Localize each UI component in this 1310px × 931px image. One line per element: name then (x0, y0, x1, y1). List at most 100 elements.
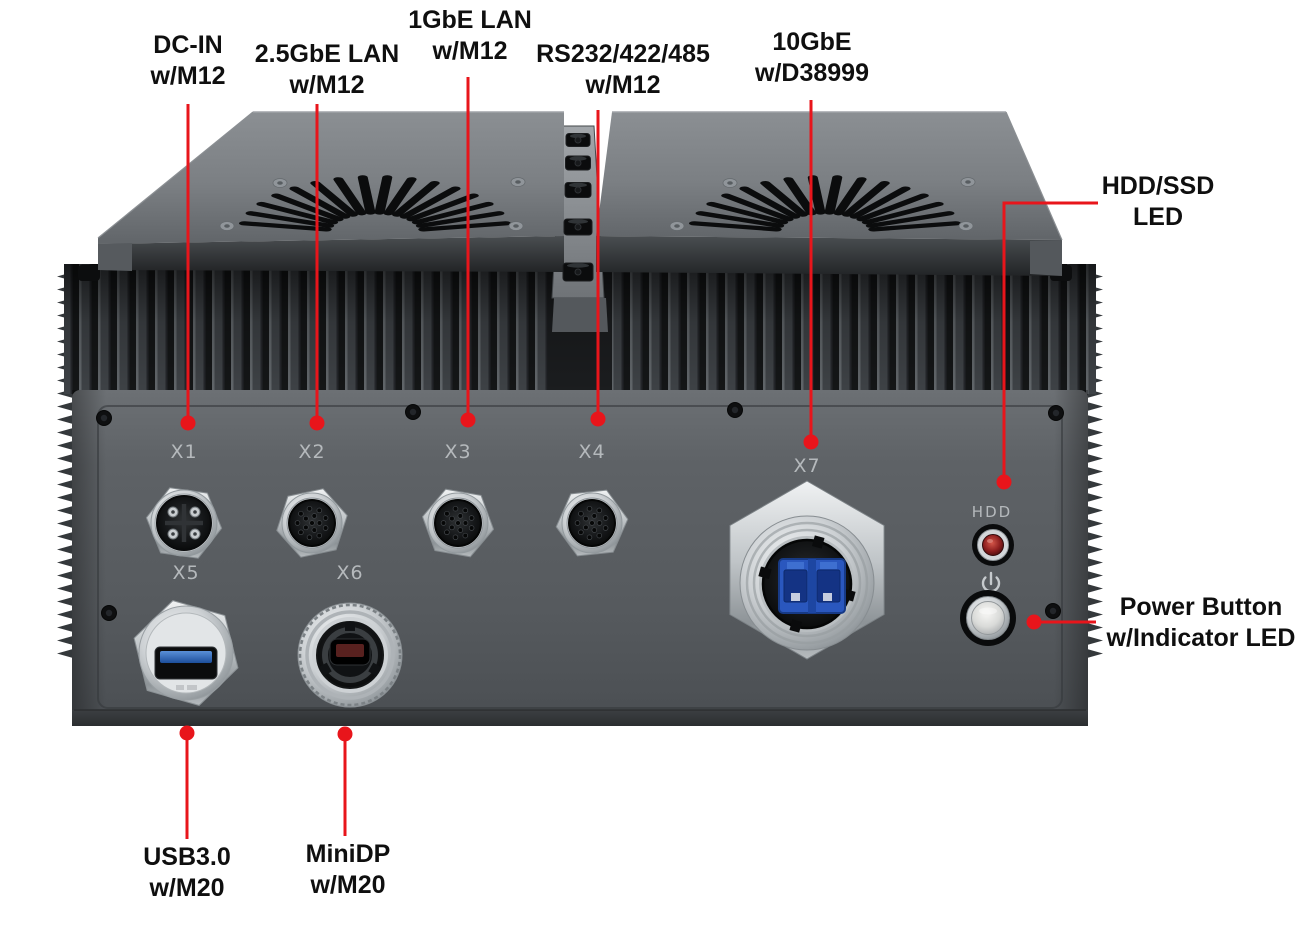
bayonet-tab (789, 619, 802, 633)
vent-slot (783, 177, 817, 216)
strip-bolt-top (567, 263, 589, 268)
port-x1-dc-in-connector (145, 487, 223, 559)
vent-slot (842, 180, 890, 217)
port-label-x6: X6 (336, 562, 363, 584)
vent-slot (824, 175, 843, 215)
power-button (960, 590, 1016, 646)
pin-hole (452, 534, 459, 541)
center-strip-foot (552, 298, 608, 332)
vent-slot (760, 180, 808, 217)
panel-screw-socket (409, 408, 417, 416)
callout-2-5gbe-line1: 2.5GbE LAN (254, 40, 400, 68)
panel-bottom-edge (72, 710, 1088, 726)
strip-bolt-top (569, 156, 587, 161)
lid-screw-center (965, 180, 971, 184)
pin-hole (457, 527, 464, 533)
callout-1gbe-line2: w/M12 (432, 37, 508, 65)
pin-hole (596, 520, 603, 526)
x7-thread1 (745, 521, 869, 645)
bayonet-tab (758, 566, 772, 579)
strip-bolt-top (570, 133, 586, 139)
vent-slot (739, 186, 801, 219)
x7-lc-duplex-fiber (778, 558, 846, 614)
callout-dot-dc-in (180, 415, 196, 431)
pin-hole (578, 529, 584, 536)
left-lid-front-edge (98, 236, 564, 272)
callout-10gbe: 10GbE w/D38999 (755, 27, 869, 89)
pin-hole (462, 507, 469, 514)
vent-slot (392, 180, 440, 217)
pin-hole (316, 507, 323, 514)
callout-minidp-line1: MiniDP (305, 840, 391, 868)
pin-hole (602, 515, 609, 521)
vent-slot (415, 211, 505, 228)
hdd-led-label: HDD (972, 503, 1012, 521)
pin-hole (298, 510, 304, 517)
callout-dc-in-line1: DC-IN (153, 31, 223, 59)
pin-hole (444, 529, 450, 536)
pin-hole (583, 524, 589, 531)
pin-hole (602, 525, 609, 531)
port-x3-lan-connector (421, 488, 495, 558)
callout-10gbe-line2: w/D38999 (755, 59, 869, 87)
callout-minidp: MiniDP w/M20 (306, 839, 391, 901)
callout-dc-in: DC-IN w/M12 (150, 30, 225, 92)
pin-hole (596, 507, 603, 514)
port-x6-minidp-connector (297, 602, 403, 708)
callout-dot-10gbe (803, 434, 819, 450)
callout-usb3-line2: w/M20 (149, 874, 225, 902)
left-lid-corner (98, 243, 132, 271)
bayonet-tab (812, 535, 825, 549)
x5-stamp-mark (176, 685, 184, 690)
strip-bolt-socket (574, 186, 582, 194)
pin-hole (578, 510, 584, 517)
x4-pins (574, 505, 609, 541)
lc-divider (808, 559, 816, 613)
pin-hole (303, 524, 309, 531)
pin-hole (462, 520, 469, 526)
callout-serial: RS232/422/485 w/M12 (536, 39, 710, 101)
callout-power-button: Power Button w/Indicator LED (1107, 592, 1296, 654)
callout-dot-hdd-led (996, 474, 1012, 490)
callout-dot-minidp (337, 726, 353, 742)
pin-hole (586, 534, 593, 541)
callout-line-hdd-led (1002, 201, 1098, 478)
lid-screws (219, 177, 976, 231)
pin-hole (468, 515, 475, 521)
panel-screw-socket (731, 406, 739, 414)
callout-2-5gbe-lan: 2.5GbE LAN w/M12 (255, 39, 399, 101)
port-label-x2: X2 (298, 441, 325, 463)
pin-hole (306, 534, 313, 541)
vent-slot (868, 221, 961, 232)
vent-slot (706, 201, 789, 225)
vent-slot (695, 211, 785, 228)
strip-bolt-socket (574, 223, 582, 231)
vent-slot (689, 221, 782, 232)
lc-tab-right (820, 562, 837, 569)
port-label-x4: X4 (578, 441, 605, 463)
x2-pins (294, 505, 329, 541)
right-lid-top (596, 112, 1062, 240)
callout-power-line1: Power Button (1119, 593, 1283, 621)
pin-hole (322, 525, 329, 531)
lid-screw-center (224, 224, 230, 228)
strip-bolt-top (569, 182, 587, 188)
strip-bolt-socket (574, 159, 582, 167)
panel-seam (97, 405, 1063, 709)
panel-screw-socket (105, 609, 113, 617)
vent-slot (239, 221, 332, 232)
port-label-x3: X3 (444, 441, 471, 463)
lid-screw-center (277, 181, 283, 185)
pin-hole (306, 505, 313, 512)
pin-hole (586, 505, 593, 512)
vent-slot (245, 211, 335, 228)
pin-hole (298, 529, 304, 536)
x5-stamp-mark2 (187, 685, 197, 690)
left-lid-slant-highlight (97, 111, 254, 239)
vent-slot (418, 221, 511, 232)
vent-slot (411, 201, 494, 225)
lc-tab-left (787, 562, 804, 569)
pin-hole (468, 525, 475, 531)
